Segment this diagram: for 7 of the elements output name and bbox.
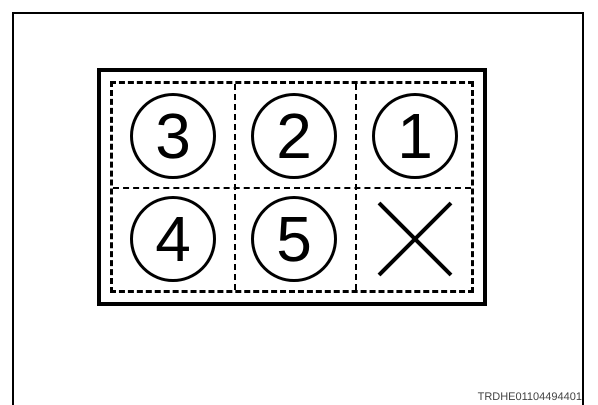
circled-number: 1 bbox=[372, 93, 458, 179]
circled-number: 4 bbox=[130, 196, 216, 282]
circled-number: 2 bbox=[251, 93, 337, 179]
circled-number: 3 bbox=[130, 93, 216, 179]
figure-code: TRDHE01104494401 bbox=[478, 391, 582, 403]
grid-panel bbox=[97, 68, 487, 306]
circled-number: 5 bbox=[251, 196, 337, 282]
